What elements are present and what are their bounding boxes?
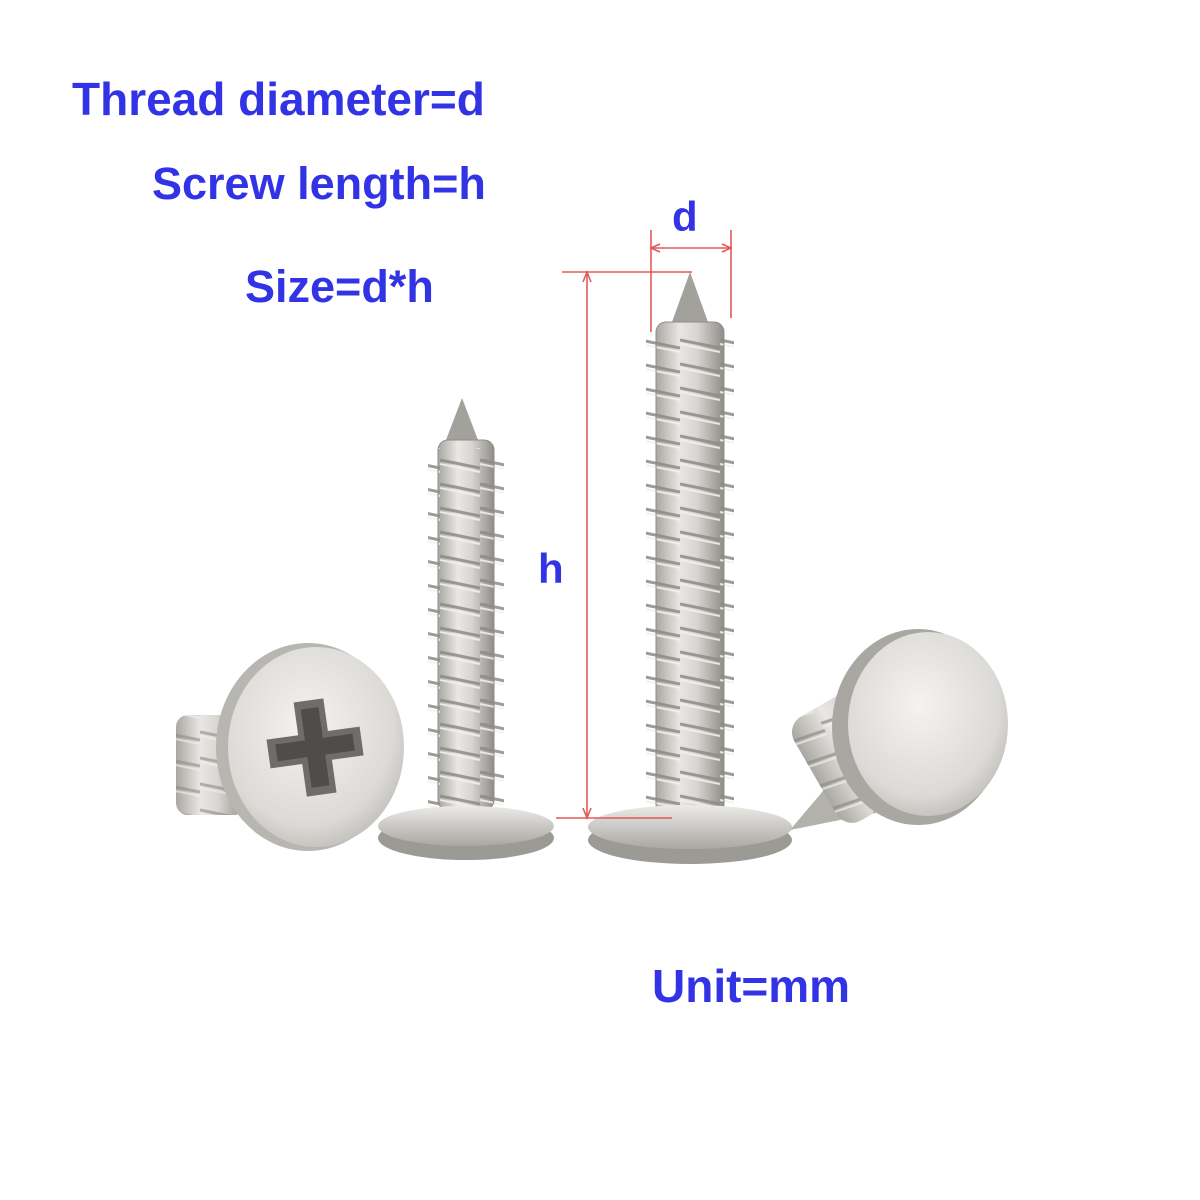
size-formula-label: Size=d*h: [245, 261, 434, 312]
screw-standing-medium: [378, 398, 554, 860]
dimension-lines: [556, 230, 733, 821]
diameter-dimension-label: d: [672, 193, 698, 240]
phillips-recess-icon: [266, 698, 364, 797]
height-dimension-label: h: [538, 545, 564, 592]
screw-standing-long: [588, 272, 792, 864]
thread-diameter-label: Thread diameter=d: [72, 73, 485, 125]
unit-label: Unit=mm: [652, 960, 851, 1012]
screw-flat-head-left: [176, 643, 404, 851]
screw-lying-right: [790, 629, 1008, 830]
screw-length-label: Screw length=h: [152, 158, 486, 209]
